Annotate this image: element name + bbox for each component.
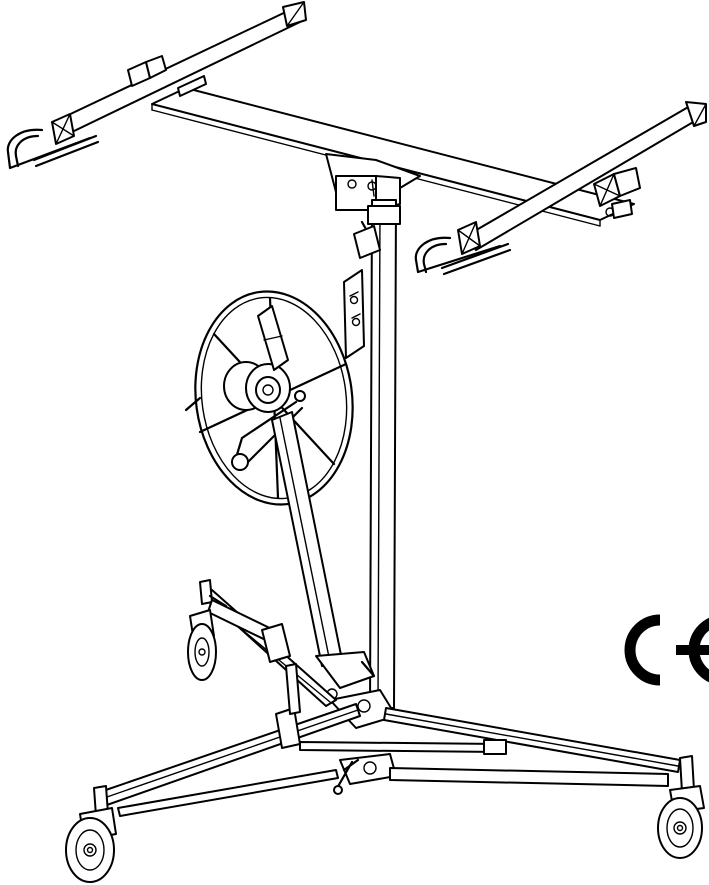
caster-front-left	[65, 807, 117, 883]
locking-pin	[333, 758, 360, 795]
telescoping-mast	[353, 199, 401, 709]
caster-front-right	[657, 785, 705, 859]
winch-wheel	[184, 290, 354, 506]
ce-mark-logo	[598, 600, 709, 700]
ce-mark-glyph	[624, 614, 709, 686]
top-cradle-frame	[6, 1, 707, 276]
back-left-leg	[199, 579, 337, 707]
winch-mount-plate	[343, 269, 365, 359]
left-arm	[6, 1, 307, 170]
front-right-leg	[299, 707, 695, 793]
right-arm	[414, 101, 707, 276]
caster-back-left	[187, 609, 217, 681]
winch-support-leg	[271, 411, 376, 689]
